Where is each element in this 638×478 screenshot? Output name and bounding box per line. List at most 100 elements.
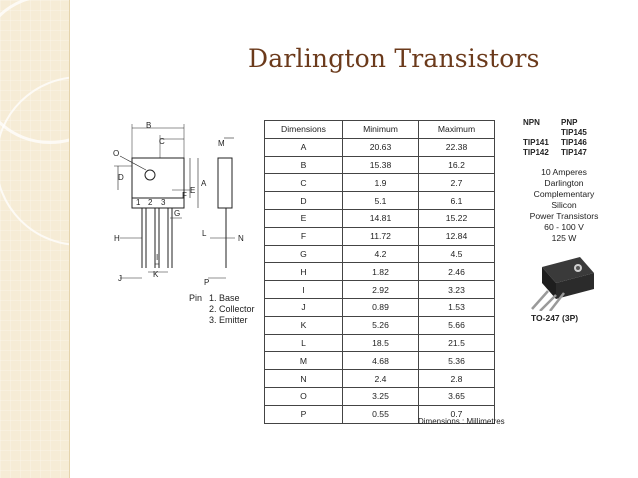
dim-letter: O: [113, 149, 119, 158]
table-cell: 16.2: [418, 155, 495, 175]
table-cell: 2.92: [342, 280, 419, 299]
dim-letter: P: [204, 278, 209, 287]
table-cell: H: [264, 262, 343, 282]
table-cell: 20.63: [342, 137, 419, 157]
spec-line: 10 Amperes: [541, 167, 587, 177]
table-cell: 2.8: [418, 369, 495, 388]
spec-line: Silicon: [551, 200, 577, 210]
part-numbers-header: NPN PNP: [523, 118, 601, 128]
table-cell: O: [264, 386, 343, 406]
column-header: Dimensions: [264, 120, 343, 139]
spec-line: Power Transistors: [529, 211, 599, 221]
npn-part: TIP142: [523, 148, 549, 157]
pnp-part: TIP145: [561, 128, 587, 137]
part-row: TIP145: [523, 128, 601, 138]
spec-line: 60 - 100 V: [544, 222, 584, 232]
table-cell: F: [264, 226, 343, 246]
dim-letter: G: [174, 209, 180, 218]
dim-letter: L: [202, 229, 207, 238]
part-row: TIP142 TIP147: [523, 148, 601, 158]
dimensions-note: Dimensions : Millimetres: [418, 417, 505, 426]
pnp-part: TIP147: [561, 148, 587, 157]
npn-header: NPN: [523, 118, 540, 127]
table-cell: 6.1: [418, 191, 495, 210]
table-cell: 4.5: [418, 244, 495, 264]
dim-letter: I: [156, 253, 158, 262]
pin-legend-item: 3. Emitter: [209, 315, 248, 325]
table-cell: 15.38: [342, 155, 419, 175]
table-cell: 5.26: [342, 315, 419, 335]
dim-letter: H: [114, 234, 120, 243]
table-cell: 5.66: [418, 315, 495, 335]
table-cell: K: [264, 315, 343, 335]
slide-title: Darlington Transistors: [248, 44, 540, 73]
pin-number: 2: [148, 198, 153, 207]
column-header: Minimum: [342, 120, 419, 139]
dim-letter: F: [182, 191, 187, 200]
table-cell: D: [264, 191, 343, 210]
table-cell: B: [264, 155, 343, 175]
table-cell: 4.68: [342, 351, 419, 371]
table-cell: 2.7: [418, 173, 495, 193]
dim-letter: B: [146, 121, 151, 130]
package-label: TO-247 (3P): [531, 313, 579, 323]
spec-line: 125 W: [551, 233, 577, 243]
table-cell: 5.36: [418, 351, 495, 371]
table-cell: 0.89: [342, 297, 419, 317]
table-cell: I: [264, 280, 343, 299]
table-cell: 22.38: [418, 137, 495, 157]
table-cell: 11.72: [342, 226, 419, 246]
to247-package-image: [531, 257, 594, 311]
decorative-side-band: [0, 0, 70, 478]
table-cell: M: [264, 351, 343, 371]
table-cell: N: [264, 369, 343, 388]
table-cell: C: [264, 173, 343, 193]
table-cell: 1.53: [418, 297, 495, 317]
part-numbers: NPN PNP TIP145 TIP141 TIP146 TIP142 TIP1…: [523, 118, 601, 158]
dim-letter: M: [218, 139, 225, 148]
table-cell: 4.2: [342, 244, 419, 264]
npn-part: [523, 128, 561, 138]
table-cell: 3.65: [418, 386, 495, 406]
column-header: Maximum: [418, 120, 495, 139]
table-cell: 1.82: [342, 262, 419, 282]
table-cell: 15.22: [418, 208, 495, 228]
spec-description: 10 Amperes Darlington Complementary Sili…: [516, 167, 612, 244]
dim-letter: K: [153, 270, 159, 279]
table-cell: 12.84: [418, 226, 495, 246]
package-outline-drawing: B C D O F E A G M L N H J K I P 1 2 3: [113, 121, 244, 287]
table-cell: L: [264, 333, 343, 353]
table-cell: P: [264, 404, 343, 424]
table-cell: J: [264, 297, 343, 317]
pin-number: 1: [136, 198, 141, 207]
npn-part: TIP141: [523, 138, 549, 147]
table-cell: 0.7: [418, 404, 495, 424]
pnp-part: TIP146: [561, 138, 587, 147]
dim-letter: N: [238, 234, 244, 243]
table-cell: A: [264, 137, 343, 157]
dim-letter: E: [190, 186, 195, 195]
pnp-header: PNP: [561, 118, 578, 127]
pin-legend-item: 2. Collector: [209, 304, 255, 314]
spec-line: Complementary: [533, 189, 595, 199]
pin-number: 3: [161, 198, 166, 207]
table-cell: 21.5: [418, 333, 495, 353]
table-cell: E: [264, 208, 343, 228]
dim-letter: C: [159, 137, 165, 146]
pin-legend-item: 1. Base: [209, 293, 240, 303]
table-cell: 1.9: [342, 173, 419, 193]
